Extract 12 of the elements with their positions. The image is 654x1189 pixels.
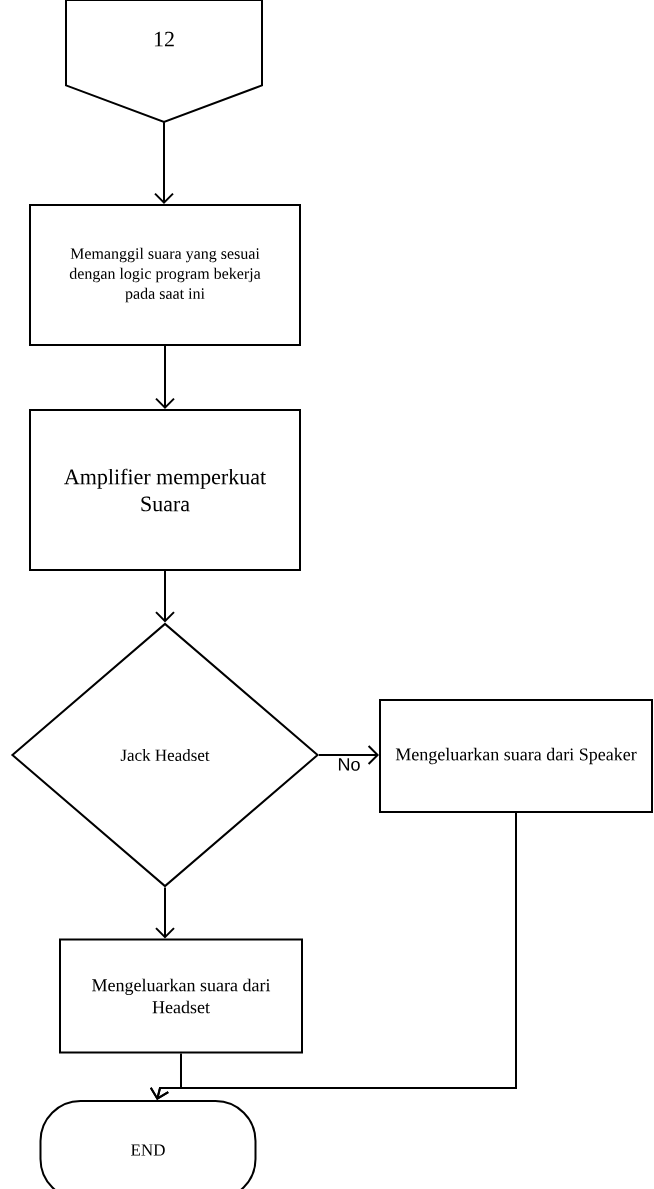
process-box: Mengeluarkan suara dari Headset bbox=[59, 938, 303, 1054]
arrow bbox=[155, 345, 175, 409]
process-box: Amplifier memperkuat Suara bbox=[29, 409, 301, 571]
off-page-connector: 12 bbox=[65, 0, 263, 124]
process-box: Memanggil suara yang sesuai dengan logic program bekerja pada saat ini bbox=[29, 204, 301, 346]
arrow bbox=[318, 745, 379, 765]
arrow bbox=[149, 812, 517, 1100]
arrow bbox=[155, 886, 175, 939]
arrow bbox=[154, 121, 174, 204]
process-box: Mengeluarkan suara dari Speaker bbox=[379, 699, 653, 813]
edge-label: No bbox=[336, 757, 362, 772]
arrow bbox=[155, 570, 175, 623]
